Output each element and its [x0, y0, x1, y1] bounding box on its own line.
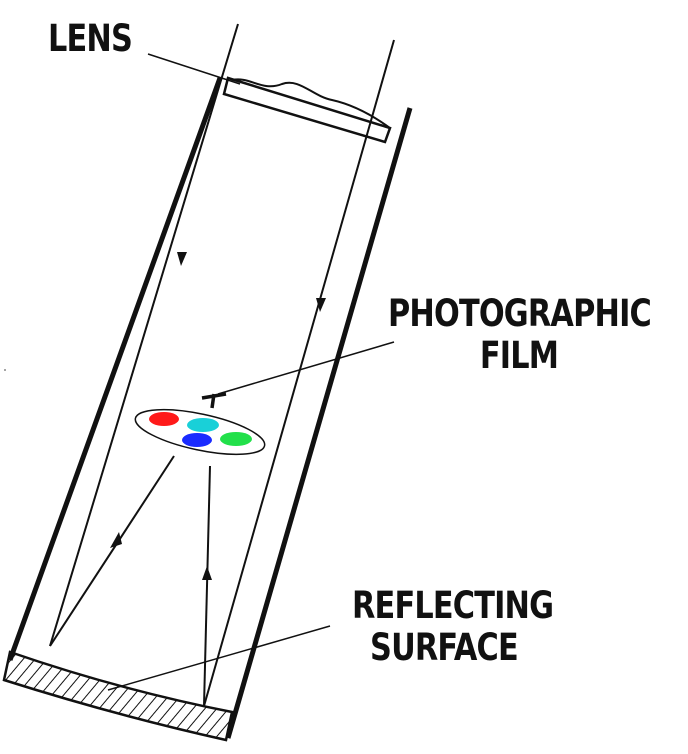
mirror-label-line2: SURFACE [370, 626, 519, 669]
light-ray-left [49, 23, 239, 647]
ray-arrow-right [316, 298, 326, 312]
reflecting-surface-label: REFLECTING SURFACE [352, 584, 554, 669]
stray-dot [4, 369, 6, 371]
reflected-ray-left [49, 455, 175, 647]
tube-wall-right [225, 107, 413, 739]
reflected-arrow-right [202, 566, 212, 580]
lens-element [222, 76, 392, 144]
ray-arrow-left [177, 252, 187, 266]
film-holder [201, 392, 227, 409]
spot-red [149, 412, 179, 426]
reflecting-surface [2, 650, 234, 742]
light-ray-right [203, 39, 395, 707]
leader-mirror [107, 625, 331, 691]
lens-label-text: LENS [48, 17, 133, 60]
film-label-line2: FILM [479, 334, 559, 377]
spot-green [220, 432, 252, 446]
spot-blue [182, 433, 212, 447]
film-image-ellipse [134, 408, 266, 456]
film-label-line1: PHOTOGRAPHIC [388, 292, 652, 335]
mirror-label-line1: REFLECTING [352, 584, 554, 627]
lens-label: LENS [48, 17, 133, 60]
lens-wavy-edge [231, 78, 391, 129]
spot-cyan [187, 418, 219, 432]
photographic-film-label: PHOTOGRAPHIC FILM [388, 292, 652, 377]
leader-film [217, 341, 395, 395]
leader-lens [147, 53, 241, 85]
reflected-arrow-left [110, 532, 122, 548]
reflected-ray-right [203, 465, 211, 707]
tube-wall-left [7, 77, 223, 661]
